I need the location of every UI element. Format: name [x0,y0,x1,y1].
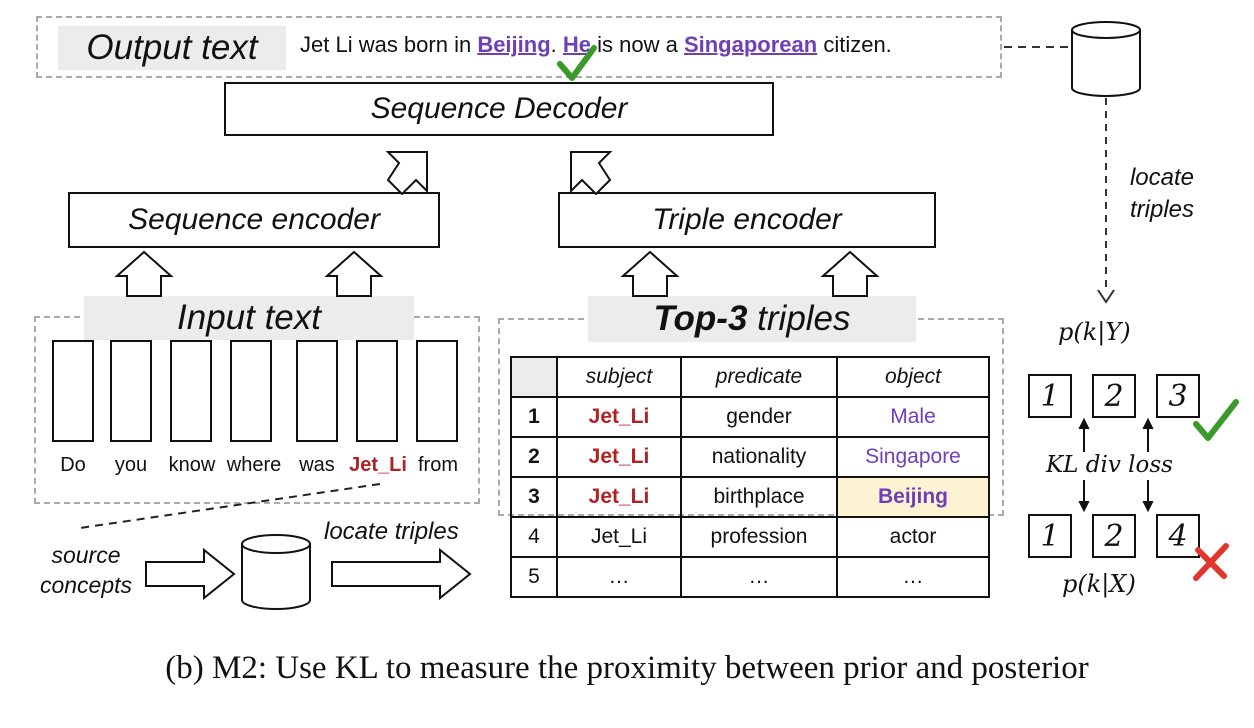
token-word: know [168,454,216,476]
subject-cell: Jet_Li [556,396,682,438]
row-index: 4 [510,516,558,558]
triples-table: subject predicate object 1 Jet_Li gender… [510,356,990,598]
output-text-label: Output text [58,26,286,70]
token-word: was [299,454,335,476]
header-cell: object [836,356,990,398]
prior-item: 1 [1028,514,1072,558]
kb-bottom-label: KB [259,562,292,589]
row-index: 1 [510,396,558,438]
subject-cell: Jet_Li [556,476,682,518]
prior-item: 2 [1092,514,1136,558]
table-row: 1 Jet_Li gender Male [510,396,990,438]
top3-label-rest: triples [747,299,851,338]
token-box [230,340,272,442]
object-cell: … [836,556,990,598]
kb-to-triples-arrow [331,547,472,601]
figure-caption: (b) M2: Use KL to measure the proximity … [165,650,1089,686]
token-box [356,340,398,442]
predicate-cell: nationality [680,436,838,478]
output-sentence-part: Jet Li was born in [300,32,478,57]
output-sentence-part: is now a [591,32,684,57]
locate-triples-right-arrowhead [1097,289,1115,304]
subject-cell: … [556,556,682,598]
token-box [416,340,458,442]
kb-top-label: KB [1089,46,1122,73]
top3-triples-label: Top-3 triples [588,296,916,342]
posterior-item: 1 [1028,374,1072,418]
locate-triples-line: triples [1129,196,1195,223]
posterior-label: p(k|Y) [1058,318,1131,346]
token-word: where [226,454,282,476]
seq-to-decoder-arrow [385,151,428,196]
output-sentence-part: . [550,32,563,57]
table-row: 2 Jet_Li nationality Singapore [510,436,990,478]
table-row: 3 Jet_Li birthplace Beijing [510,476,990,518]
token-box [110,340,152,442]
output-sentence: Jet Li was born in Beijing. He is now a … [300,32,892,58]
source-concepts-line: source [51,542,121,568]
token-word: you [114,454,148,476]
token-word: from [418,454,458,476]
row-index: 3 [510,476,558,518]
object-cell: actor [836,516,990,558]
object-cell-highlighted: Beijing [836,476,990,518]
table-row: 5 … … … [510,556,990,598]
header-cell: subject [556,356,682,398]
prior-label: p(k|X) [1062,570,1136,598]
token-word: Do [60,454,86,476]
source-concepts-label: source concepts [26,540,146,600]
source-concepts-line: concepts [39,572,133,598]
posterior-item: 3 [1156,374,1200,418]
output-word-singaporean: Singaporean [683,32,818,57]
up-arrows [114,250,880,297]
header-cell: predicate [680,356,838,398]
object-cell: Singapore [836,436,990,478]
row-index: 2 [510,436,558,478]
locate-triples-line: locate [1129,164,1195,191]
token-box [296,340,338,442]
prior-cross-icon [1193,543,1229,581]
triple-encoder: Triple encoder [558,192,936,248]
sequence-decoder: Sequence Decoder [224,82,774,136]
posterior-check-icon [1193,399,1239,441]
prior-item: 4 [1156,514,1200,558]
posterior-item: 2 [1092,374,1136,418]
output-region [36,16,1002,78]
object-cell: Male [836,396,990,438]
locate-triples-right-label: locate triples [1112,162,1212,226]
token-box [52,340,94,442]
table-header-row: subject predicate object [510,356,990,398]
predicate-cell: profession [680,516,838,558]
output-word-he: He [562,32,592,57]
table-row: 4 Jet_Li profession actor [510,516,990,558]
kl-loss-label: KL div loss [1046,452,1173,478]
subject-cell: Jet_Li [556,436,682,478]
top3-label-bold: Top-3 [653,299,748,338]
token-box [170,340,212,442]
output-sentence-part: citizen. [817,32,892,57]
locate-triples-bottom-label: locate triples [324,518,459,545]
subject-cell: Jet_Li [556,516,682,558]
triple-to-decoder-arrow [570,151,613,196]
output-word-beijing: Beijing [477,32,551,57]
token-word-entity: Jet_Li [349,454,407,476]
predicate-cell: gender [680,396,838,438]
sequence-encoder: Sequence encoder [68,192,440,248]
input-text-label: Input text [84,296,414,340]
predicate-cell: birthplace [680,476,838,518]
predicate-cell: … [680,556,838,598]
header-cell [510,356,558,398]
concepts-to-kb-arrow [145,547,236,601]
row-index: 5 [510,556,558,598]
